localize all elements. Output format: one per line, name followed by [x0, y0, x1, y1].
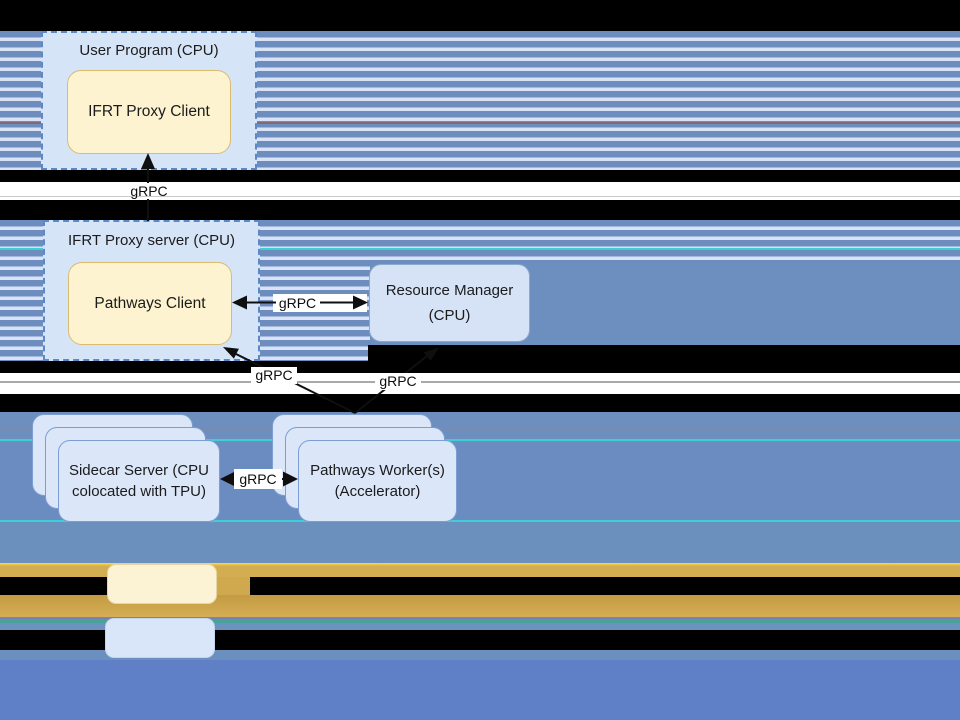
legend-blue-swatch	[105, 618, 215, 658]
arrowhead-right2-icon	[283, 471, 298, 487]
grpc-label-proxy-client: gRPC	[130, 183, 168, 199]
stripe-band	[370, 220, 960, 263]
proxy-server-title: IFRT Proxy server (CPU)	[68, 232, 235, 249]
pathways-workers-box: Pathways Worker(s) (Accelerator)	[298, 440, 457, 522]
color-band	[0, 566, 960, 577]
sidecar-server-box: Sidecar Server (CPU colocated with TPU)	[58, 440, 220, 522]
grpc-label-client-resource: gRPC	[278, 295, 317, 311]
glitch-line	[0, 439, 960, 441]
gold-band-patch	[217, 577, 250, 595]
grpc-label-worker-resource: gRPC	[375, 373, 421, 390]
glitch-line	[0, 381, 960, 383]
color-band	[0, 522, 960, 563]
color-band	[0, 0, 960, 31]
sidecar-line1: Sidecar Server (CPU	[68, 462, 210, 479]
color-band	[0, 595, 960, 617]
resource-manager-box: Resource Manager (CPU)	[369, 264, 530, 342]
grpc-label-worker-client: gRPC	[251, 367, 297, 384]
color-band	[0, 200, 960, 220]
color-band	[0, 617, 960, 620]
color-band	[0, 620, 960, 623]
glitch-line	[0, 122, 960, 124]
glitch-line	[0, 520, 960, 522]
workers-line1: Pathways Worker(s)	[310, 462, 445, 479]
color-band	[0, 563, 960, 566]
workers-line2: (Accelerator)	[334, 483, 421, 500]
color-band	[0, 630, 960, 650]
arrowhead-upleft-icon	[223, 347, 239, 359]
grpc-label-sidecar-worker: gRPC	[234, 469, 282, 489]
resource-manager-line1: Resource Manager	[385, 282, 514, 299]
glitch-line	[0, 248, 960, 250]
ifrt-proxy-client-box: IFRT Proxy Client	[67, 70, 231, 154]
color-band	[0, 394, 960, 412]
user-program-title: User Program (CPU)	[79, 42, 219, 59]
glitch-line	[0, 428, 960, 430]
arrowhead-upright-icon	[423, 347, 439, 361]
color-band	[0, 170, 960, 182]
color-band	[0, 650, 960, 660]
color-band	[368, 345, 960, 361]
sidecar-line2: colocated with TPU)	[72, 483, 206, 500]
legend-yellow-swatch	[107, 564, 217, 604]
pathways-client-box: Pathways Client	[68, 262, 232, 345]
glitch-line	[0, 196, 960, 197]
color-band	[0, 623, 960, 630]
arrowhead-left2-icon	[220, 471, 235, 487]
arrowhead-right-icon	[353, 295, 368, 310]
color-band	[0, 182, 960, 200]
resource-manager-line2: (CPU)	[428, 307, 471, 324]
color-band	[0, 373, 960, 394]
arrowhead-up-icon	[141, 153, 155, 169]
color-band	[0, 361, 960, 373]
color-band	[0, 660, 960, 720]
arrowhead-left-icon	[232, 295, 247, 310]
